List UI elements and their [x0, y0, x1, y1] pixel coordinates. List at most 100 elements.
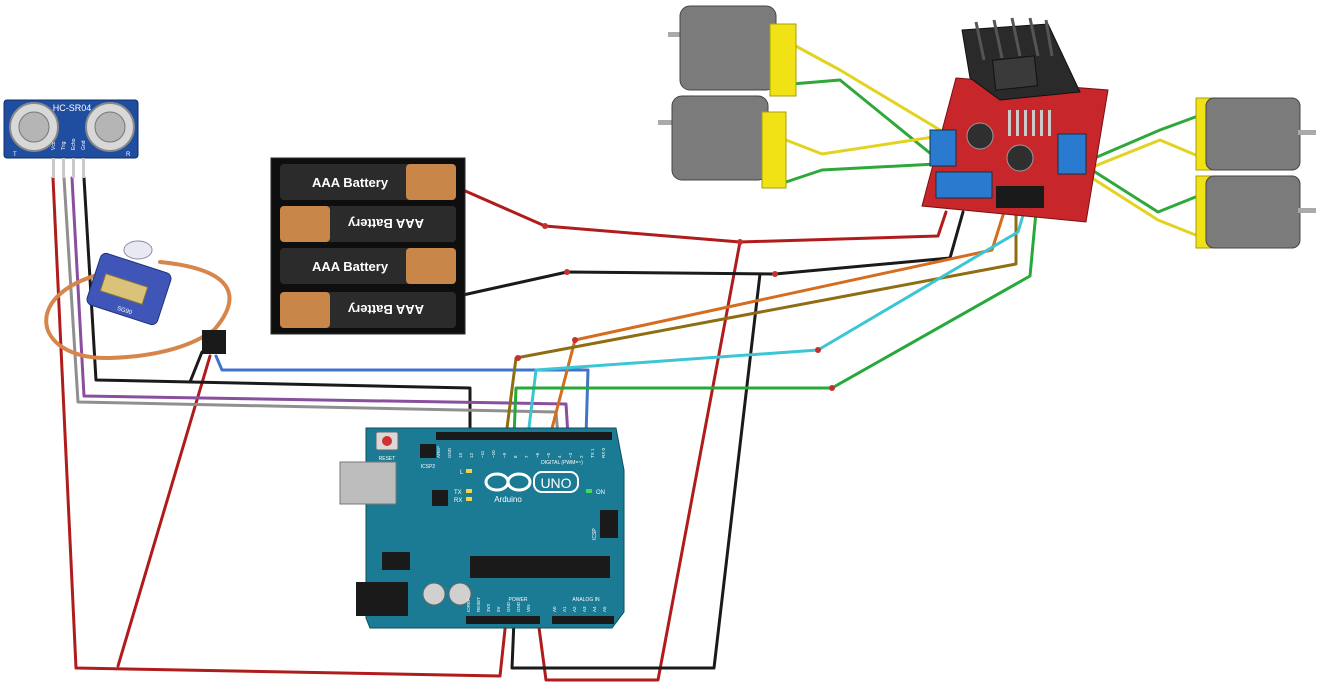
motor-body	[1205, 175, 1301, 249]
wire-motor-a2-yellow	[784, 134, 942, 156]
motor-endcap	[769, 23, 797, 97]
battery-cell-1: AAA Battery	[280, 164, 456, 200]
pin-label: 7	[524, 455, 529, 458]
icsp-label: ICSP	[592, 528, 598, 540]
reset-button-cap[interactable]	[382, 436, 392, 446]
wire-motor-b2-green	[1090, 168, 1200, 214]
wire-vin-power	[536, 240, 742, 682]
sensor-pin-labels: Vcc Trig Echo Gnd	[51, 138, 87, 150]
pin-label: A1	[562, 606, 567, 612]
led-tx-icon	[466, 489, 472, 493]
power-header	[466, 616, 540, 624]
analog-header	[552, 616, 614, 624]
regulator-chip	[382, 552, 410, 570]
icsp2-header	[420, 444, 436, 458]
pin-label: TX 1	[590, 448, 595, 458]
pin-label: A4	[592, 606, 597, 612]
led-on-icon	[586, 489, 592, 493]
uno-badge	[533, 471, 579, 493]
battery-label: AAA Battery	[312, 175, 389, 190]
motor-body	[671, 95, 769, 181]
pin-label: ~10	[491, 450, 496, 458]
sensor-receiver-mesh-icon	[94, 111, 126, 143]
reset-label: RESET	[379, 456, 396, 462]
motor-shaft	[668, 32, 684, 37]
junction-dot	[515, 355, 521, 361]
wire-servo-gnd	[188, 350, 204, 384]
digital-header-label: DIGITAL (PWM=~)	[541, 460, 583, 466]
l298n-motor-driver	[921, 17, 1109, 223]
pin-label: 3V3	[486, 603, 491, 612]
pin-label: ~6	[535, 452, 540, 458]
sensor-pin	[52, 158, 55, 178]
sensor-pin-vcc: Vcc	[51, 141, 57, 150]
wire-in2	[504, 210, 1018, 438]
led-l-label: L	[460, 470, 464, 476]
junction-dot	[772, 271, 778, 277]
sensor-pin-gnd: Gnd	[81, 140, 87, 150]
junction-dot	[829, 385, 835, 391]
battery-cap	[406, 248, 456, 284]
pin-label: RESET	[476, 597, 481, 612]
pin-label: 8	[513, 455, 518, 458]
pin-label: ~5	[546, 452, 551, 458]
wire-motor-a2-green	[784, 162, 938, 184]
battery-cap	[280, 206, 330, 242]
heatsink-fin	[1010, 17, 1022, 57]
heatsink-fin	[992, 19, 1004, 59]
pin-label: 13	[458, 452, 463, 458]
pin-label: RX 0	[601, 447, 606, 458]
battery-cap	[406, 164, 456, 200]
servo-motor: SG90	[86, 240, 226, 354]
pin-label: ~11	[480, 450, 485, 458]
battery-cap	[280, 292, 330, 328]
motor-shaft	[658, 120, 676, 125]
sensor-mark-r: R	[126, 152, 131, 158]
sensor-pin-echo: Echo	[71, 138, 77, 150]
pin-label: A2	[572, 606, 577, 612]
chip-leg	[1048, 110, 1051, 136]
wire-5v-sensor	[51, 176, 508, 678]
heatsink-fins	[974, 17, 1054, 61]
digital-header	[436, 432, 612, 440]
power-header-label: POWER	[509, 597, 528, 603]
arduino-brand: Arduino	[494, 495, 522, 504]
chip-leg	[1024, 110, 1027, 136]
capacitor-icon	[966, 122, 994, 150]
pin-label: GND	[506, 601, 511, 612]
icsp2-label: ICSP2	[421, 464, 436, 470]
icsp-header	[600, 510, 618, 538]
wire-in4	[512, 210, 1038, 438]
driver-chip-legs	[1008, 110, 1051, 136]
pin-label: A5	[602, 606, 607, 612]
dc-motor-left-top	[668, 5, 797, 97]
led-tx-label: TX	[454, 490, 462, 496]
wire-motor-a1-yellow	[790, 42, 942, 132]
pin-label: IOREF	[466, 598, 471, 612]
usb-port	[339, 461, 397, 505]
battery-label: AAA Battery	[347, 216, 424, 231]
small-chip	[432, 490, 448, 506]
sensor-model: HC-SR04	[53, 103, 92, 113]
sensor-pin	[62, 158, 65, 178]
heatsink-fin	[1044, 19, 1054, 57]
capacitor-icon	[422, 582, 446, 606]
junction-dot	[572, 337, 578, 343]
wire-junctions	[515, 223, 835, 391]
sensor-transmitter-mesh-icon	[18, 111, 50, 143]
pin-label: ~9	[502, 452, 507, 458]
wire-trig	[70, 176, 570, 438]
junction-dot	[542, 223, 548, 229]
wire-motor-b2-yellow	[1090, 176, 1200, 238]
wire-in1	[548, 210, 1006, 438]
battery-label: AAA Battery	[312, 259, 389, 274]
led-rx-label: RX	[454, 498, 462, 504]
dc-motor-left-bottom	[658, 95, 787, 189]
pin-label: GND	[516, 601, 521, 612]
motor-shaft	[1298, 208, 1316, 213]
pin-label: GND	[447, 447, 452, 458]
wire-arduino-gnd	[510, 272, 762, 670]
junction-dot	[815, 347, 821, 353]
driver-input-header	[996, 186, 1044, 208]
